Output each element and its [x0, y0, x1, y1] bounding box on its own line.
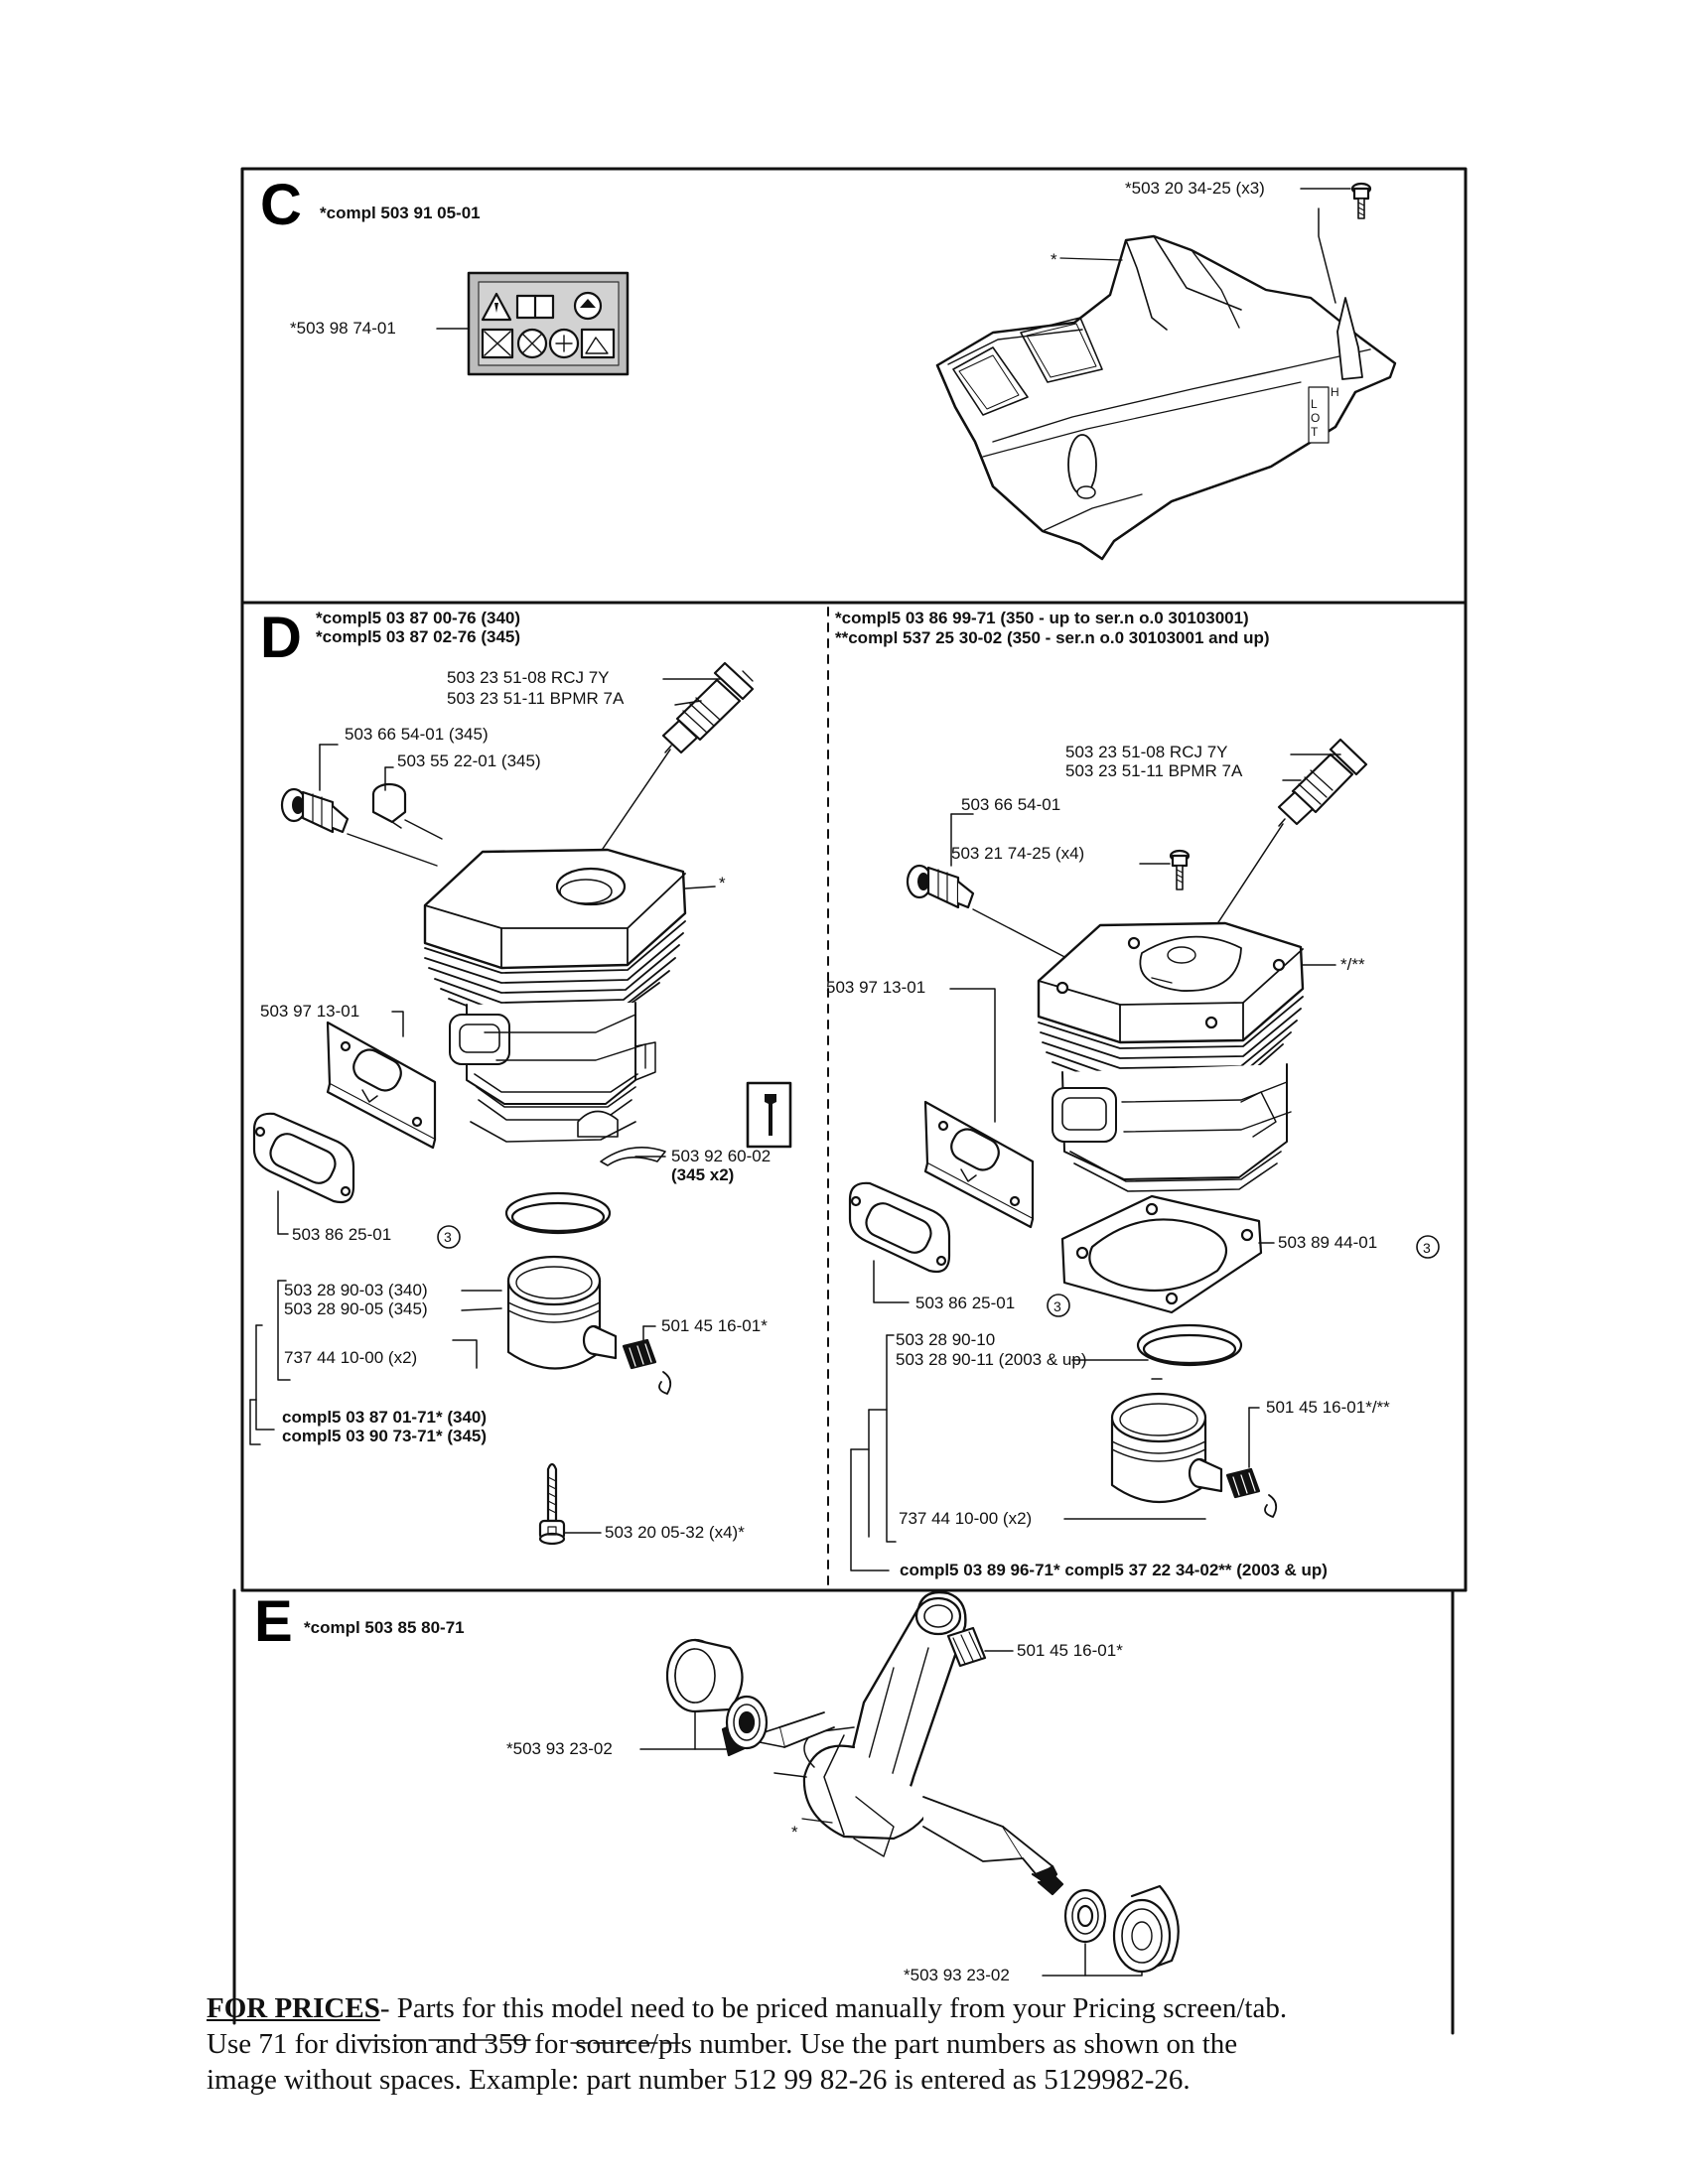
- needle-bearing-right: [1225, 1467, 1261, 1499]
- decompression-valve-left: [280, 787, 350, 834]
- label-needle-e: 501 45 16-01*: [1017, 1641, 1123, 1660]
- section-d-compl-340: *compl5 03 87 00-76 (340): [316, 609, 521, 627]
- cover-screw-drawing: [1350, 182, 1372, 219]
- label-inlet-gasket-left: 503 86 25-01: [292, 1225, 392, 1244]
- cylinder-gasket-right: [923, 1100, 1035, 1229]
- label-bearing-top-e: *503 93 23-02: [506, 1739, 613, 1758]
- label-valve-right: 503 66 54-01: [961, 795, 1061, 814]
- section-d-right-compl-a: *compl5 03 86 99-71 (350 - up to ser.n o…: [835, 609, 1249, 627]
- cylinder-cover-drawing: [935, 207, 1397, 561]
- section-d-letter: D: [260, 606, 302, 670]
- piston-left: [506, 1255, 618, 1370]
- section-c-letter: C: [260, 173, 302, 237]
- decal-drawing: [467, 271, 630, 376]
- label-plug-a-right: 503 23 51-08 RCJ 7Y: [1065, 743, 1228, 761]
- cylinder-gasket-left: [326, 1021, 437, 1150]
- main-bearing-top-outer: [665, 1638, 744, 1713]
- label-kit-340: compl5 03 87 01-71* (340): [282, 1408, 488, 1427]
- label-bolt-left: 503 20 05-32 (x4)*: [605, 1523, 745, 1542]
- inlet-gasket-right: [848, 1181, 951, 1274]
- piston-right: [1110, 1392, 1223, 1503]
- label-shim-left: 503 92 60-02: [671, 1147, 772, 1165]
- label-shim-qty-left: (345 x2): [671, 1165, 735, 1184]
- footer-line-1: FOR PRICES- Parts for this model need to…: [207, 1990, 1497, 2026]
- footer-line-2: Use 71 for division and 359 for source/p…: [207, 2028, 1238, 2060]
- label-decal: *503 98 74-01: [290, 319, 396, 338]
- inlet-gasket-left: [252, 1112, 355, 1204]
- section-e-compl: *compl 503 85 80-71: [304, 1618, 465, 1637]
- label-choke-h: H: [1331, 385, 1339, 399]
- label-cylinder-left: *: [719, 874, 726, 892]
- main-bearing-bottom-inner: [1063, 1888, 1107, 1944]
- label-gasket-left: 503 97 13-01: [260, 1002, 360, 1021]
- label-bearing-left: 501 45 16-01*: [661, 1316, 768, 1335]
- cylinder-screw-right: [1169, 849, 1191, 890]
- main-bearing-top-inner: [725, 1695, 769, 1750]
- needle-bearing-left: [622, 1338, 657, 1370]
- label-plug-cap-left: 503 55 22-01 (345): [397, 751, 541, 770]
- base-gasket-right: [1060, 1194, 1263, 1314]
- spark-plug-right: [1277, 738, 1368, 827]
- label-kit-right: compl5 03 89 96-71* compl5 37 22 34-02**…: [900, 1561, 1328, 1579]
- label-piston-340: 503 28 90-03 (340): [284, 1281, 428, 1299]
- main-bearing-bottom-outer: [1112, 1884, 1180, 1974]
- label-gasket-right: 503 97 13-01: [826, 978, 926, 997]
- label-choke-mark: L O T: [1311, 397, 1321, 439]
- circlip-left: [658, 1371, 672, 1395]
- label-ring-b-right: 503 28 90-11 (2003 & up): [896, 1350, 1087, 1369]
- piston-ring-left: [504, 1191, 612, 1235]
- label-plug-b-right: 503 23 51-11 BPMR 7A: [1065, 761, 1243, 780]
- piston-ring-right: [1136, 1323, 1243, 1367]
- label-crank-e: *: [791, 1823, 798, 1842]
- label-pin-left: 737 44 10-00 (x2): [284, 1348, 418, 1367]
- decompression-valve-right: [906, 864, 975, 909]
- cylinder-bolt-left: [538, 1462, 566, 1546]
- label-cylinder-right: */**: [1340, 955, 1365, 974]
- section-d-compl-345: *compl5 03 87 02-76 (345): [316, 627, 521, 646]
- plug-cap-left: [371, 782, 407, 829]
- label-inlet-gasket-right: 503 86 25-01: [915, 1294, 1016, 1312]
- label-cover: *: [1051, 250, 1057, 269]
- label-plug-a-left: 503 23 51-08 RCJ 7Y: [447, 668, 610, 687]
- circlip-right: [1264, 1494, 1278, 1518]
- label-piston-345: 503 28 90-05 (345): [284, 1299, 428, 1318]
- page-border-stub-lines: [356, 2039, 686, 2044]
- spark-plug-left: [661, 661, 755, 754]
- pricing-footer-note: FOR PRICES- Parts for this model need to…: [207, 1990, 1497, 2098]
- section-d-right-compl-b: **compl 537 25 30-02 (350 - ser.n o.0 30…: [835, 628, 1270, 647]
- label-inlet-gasket-mark-right: 3: [1053, 1298, 1061, 1314]
- cylinder-right: [1037, 921, 1305, 1192]
- footer-line-1-text: - Parts for this model need to be priced…: [379, 1992, 1288, 2024]
- label-base-gasket-right: 503 89 44-01: [1278, 1233, 1378, 1252]
- cylinder-left: [423, 848, 687, 1143]
- label-plug-b-left: 503 23 51-11 BPMR 7A: [447, 689, 625, 708]
- crankshaft-drawing: [721, 1590, 1064, 1896]
- footer-line-3: image without spaces. Example: part numb…: [207, 2064, 1191, 2096]
- label-kit-345: compl5 03 90 73-71* (345): [282, 1427, 488, 1445]
- section-e-letter: E: [254, 1589, 293, 1654]
- label-bearing-bottom-e: *503 93 23-02: [904, 1966, 1010, 1984]
- label-ring-a-right: 503 28 90-10: [896, 1330, 996, 1349]
- tool-icon-left: [746, 1081, 792, 1149]
- circle-marks: [437, 1225, 1440, 1317]
- label-bearing-right: 501 45 16-01*/**: [1266, 1398, 1390, 1417]
- needle-bearing-crank: [946, 1626, 987, 1668]
- label-inlet-gasket-mark-left: 3: [444, 1229, 452, 1245]
- label-screw-right: 503 21 74-25 (x4): [951, 844, 1085, 863]
- label-pin-right: 737 44 10-00 (x2): [899, 1509, 1033, 1528]
- label-cover-screw: *503 20 34-25 (x3): [1125, 179, 1265, 198]
- section-c-compl: *compl 503 91 05-01: [320, 204, 481, 222]
- footer-for-prices: FOR PRICES: [207, 1992, 380, 2024]
- label-base-gasket-mark-right: 3: [1423, 1240, 1431, 1256]
- label-valve-left: 503 66 54-01 (345): [345, 725, 489, 744]
- frame-lines: [232, 167, 1468, 2035]
